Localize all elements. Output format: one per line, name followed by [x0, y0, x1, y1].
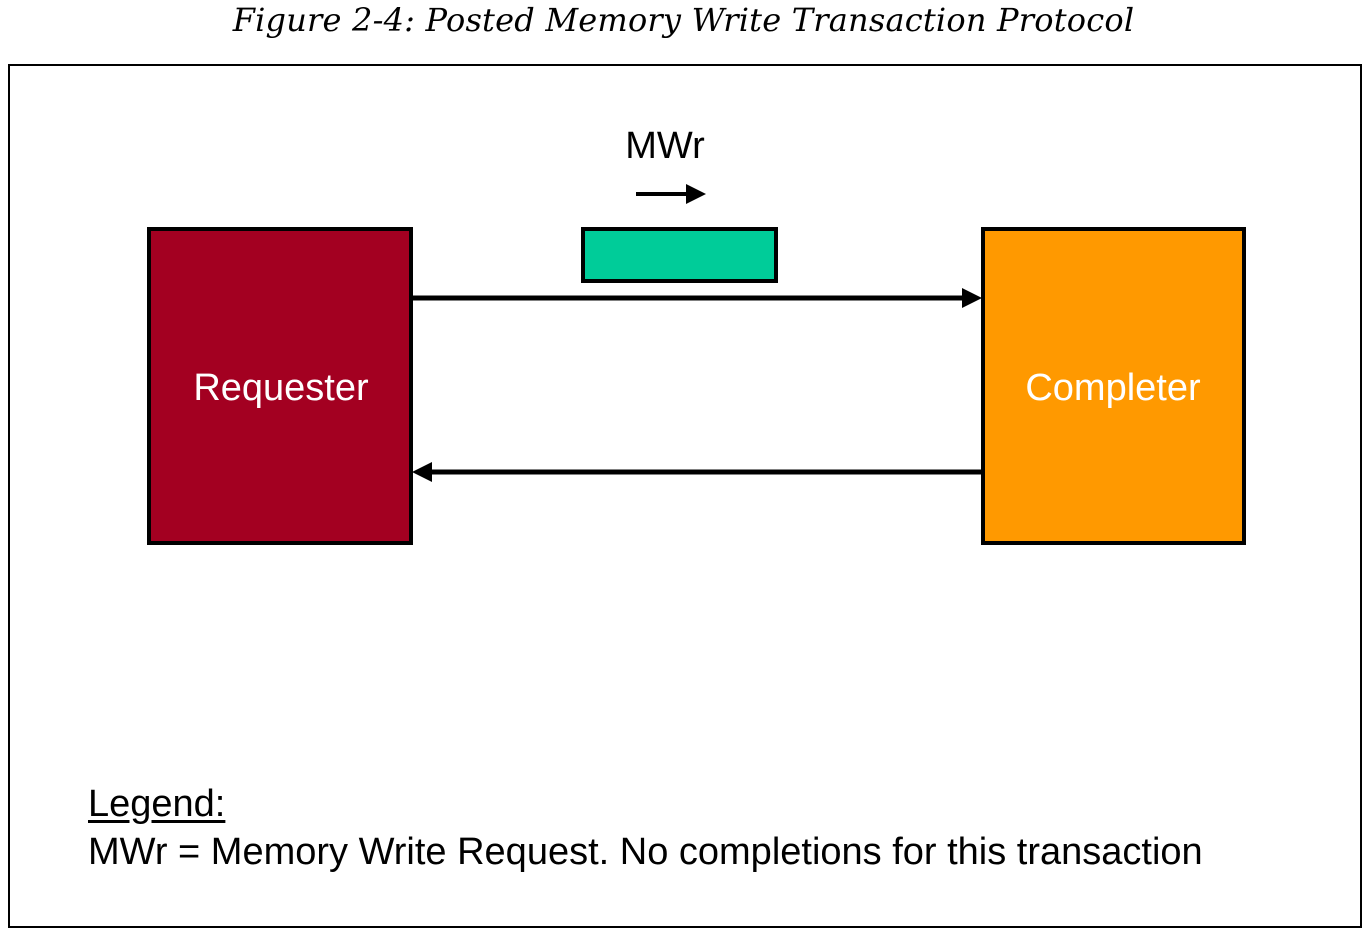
mwr-packet	[581, 227, 778, 283]
figure-caption: Figure 2-4: Posted Memory Write Transact…	[232, 1, 1135, 39]
legend-title: Legend:	[88, 783, 226, 825]
return-arrow	[412, 462, 983, 482]
requester-label: Requester	[193, 367, 369, 409]
completer-label: Completer	[1025, 367, 1201, 409]
request-arrow	[411, 288, 982, 308]
legend-text: MWr = Memory Write Request. No completio…	[88, 831, 1203, 873]
completer-box	[981, 227, 1246, 545]
packet-label: MWr	[625, 125, 705, 167]
direction-arrow-icon	[636, 184, 706, 204]
legend: Legend: MWr = Memory Write Request. No c…	[88, 780, 1338, 876]
requester-box	[147, 227, 413, 545]
diagram-frame	[8, 64, 1362, 928]
